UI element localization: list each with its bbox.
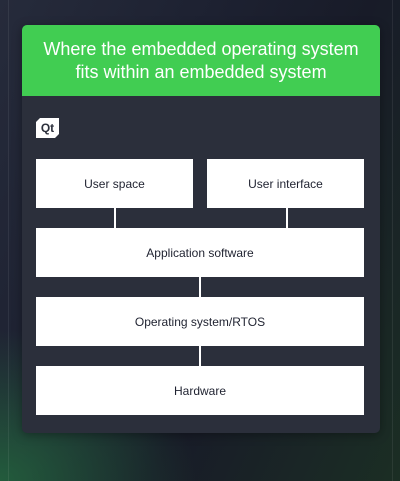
background-line <box>392 0 393 481</box>
connector-line <box>286 208 288 228</box>
connector-line <box>199 277 201 297</box>
connector-line <box>114 208 116 228</box>
diagram-title: Where the embedded operating system fits… <box>22 25 380 96</box>
diagram-card: Where the embedded operating system fits… <box>22 25 380 433</box>
user-space-box: User space <box>36 159 193 208</box>
background-line <box>8 0 9 481</box>
operating-system-box: Operating system/RTOS <box>36 297 364 346</box>
qt-logo: Qt <box>36 118 59 138</box>
connector-line <box>199 346 201 366</box>
application-software-box: Application software <box>36 228 364 277</box>
user-interface-box: User interface <box>207 159 364 208</box>
hardware-box: Hardware <box>36 366 364 415</box>
